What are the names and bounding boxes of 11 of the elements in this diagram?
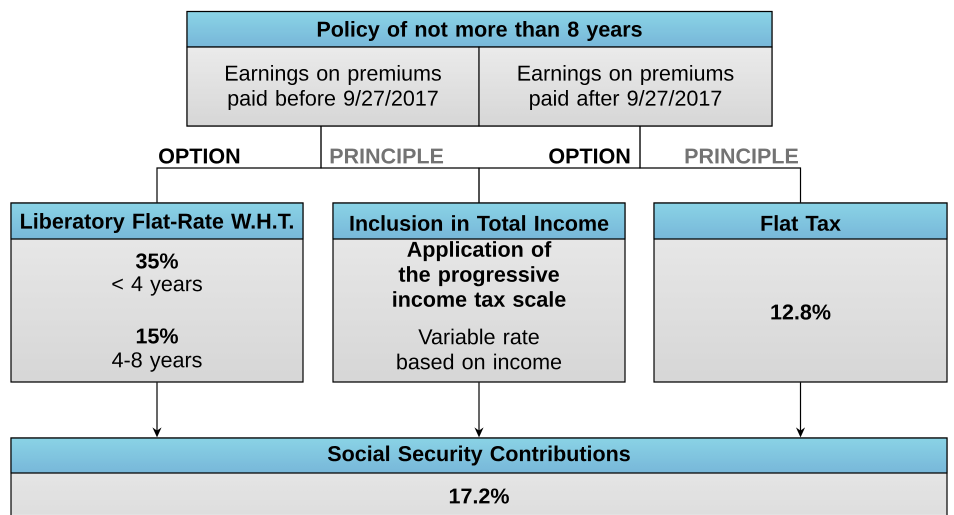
text-box: Earnings on premiums paid before 9/27/2017 bbox=[186, 46, 480, 127]
text-box: Earnings on premiums paid after 9/27/2017 bbox=[478, 46, 773, 127]
edge-label: PRINCIPLE bbox=[328, 147, 445, 165]
connector bbox=[639, 126, 802, 202]
category-box: Liberatory Flat-Rate W.H.T. 35% < 4 years 15% 4-8 years bbox=[10, 202, 304, 383]
edge-label: PRINCIPLE bbox=[683, 147, 800, 165]
result-box: Social Security Contributions 17.2% bbox=[10, 437, 948, 515]
category-box: Inclusion in Total Income Application of the progressive income tax scale Variable rate based on income bbox=[332, 202, 626, 383]
edge-label: OPTION bbox=[157, 147, 242, 165]
edge-label: OPTION bbox=[547, 147, 632, 165]
category-box: Flat Tax 12.8% bbox=[653, 202, 948, 383]
